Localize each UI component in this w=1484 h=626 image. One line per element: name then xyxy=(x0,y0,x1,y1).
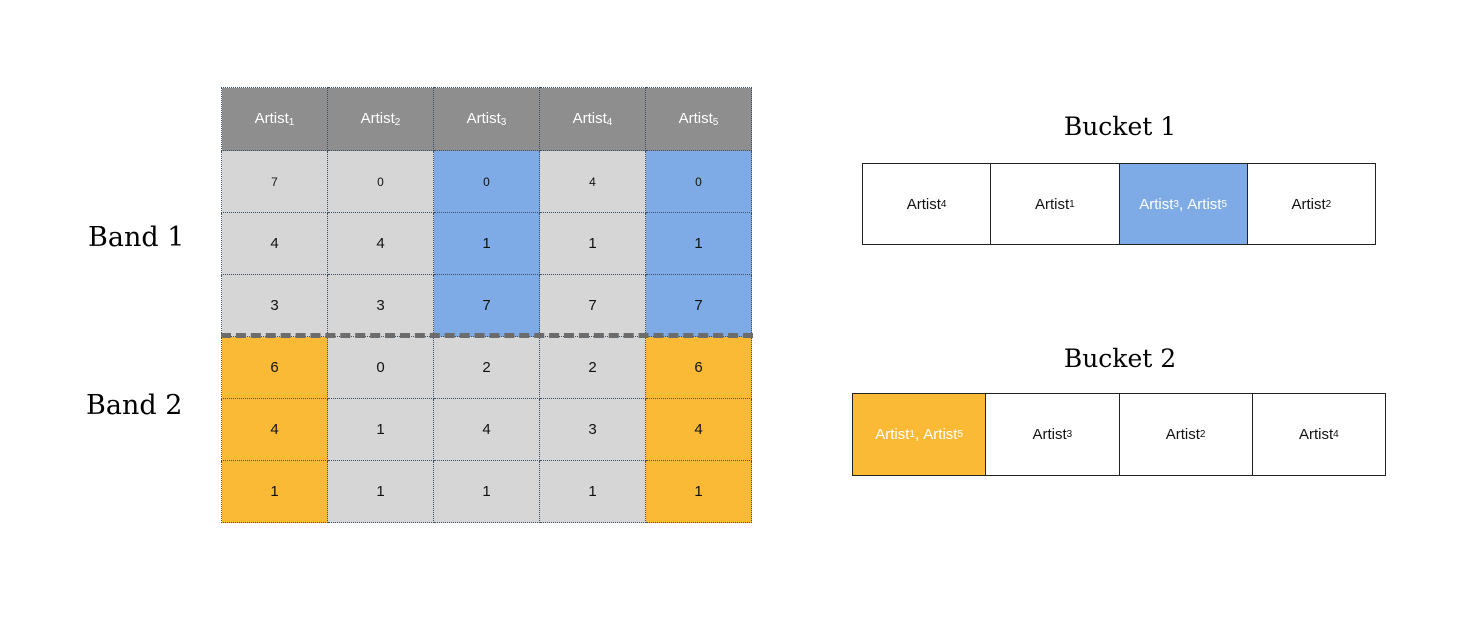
matrix-cell: 3 xyxy=(221,274,328,337)
matrix-cell: 6 xyxy=(221,336,328,399)
matrix-cell: 6 xyxy=(645,336,752,399)
signature-matrix: Artist1 Artist2 Artist3 Artist4 Artist5 … xyxy=(221,87,752,523)
matrix-cell: 1 xyxy=(645,212,752,275)
matrix-cell: 1 xyxy=(645,460,752,523)
matrix-cell: 0 xyxy=(645,150,752,213)
matrix-cell: 3 xyxy=(327,274,434,337)
matrix-cell: 1 xyxy=(327,398,434,461)
matrix-cell: 4 xyxy=(539,150,646,213)
matrix-cell: 1 xyxy=(327,460,434,523)
matrix-cell: 1 xyxy=(433,212,540,275)
matrix-row: 4 4 1 1 1 xyxy=(221,212,752,275)
matrix-header-row: Artist1 Artist2 Artist3 Artist4 Artist5 xyxy=(221,87,752,151)
band-1-label: Band 1 xyxy=(88,222,185,253)
matrix-cell: 3 xyxy=(539,398,646,461)
header-artist-5: Artist5 xyxy=(645,87,752,151)
matrix-cell: 1 xyxy=(539,460,646,523)
matrix-cell: 0 xyxy=(327,150,434,213)
matrix-cell: 1 xyxy=(539,212,646,275)
matrix-cell: 7 xyxy=(645,274,752,337)
matrix-row: 3 3 7 7 7 xyxy=(221,274,752,337)
matrix-cell: 7 xyxy=(433,274,540,337)
matrix-cell: 7 xyxy=(539,274,646,337)
matrix-cell: 2 xyxy=(539,336,646,399)
header-artist-1: Artist1 xyxy=(221,87,328,151)
matrix-cell: 0 xyxy=(327,336,434,399)
bucket-2-title: Bucket 2 xyxy=(1063,344,1177,373)
matrix-row: 4 1 4 3 4 xyxy=(221,398,752,461)
bucket-1-title: Bucket 1 xyxy=(1063,112,1177,141)
band-divider xyxy=(221,333,753,338)
matrix-cell: 4 xyxy=(645,398,752,461)
matrix-row: 6 0 2 2 6 xyxy=(221,336,752,399)
matrix-cell: 4 xyxy=(221,398,328,461)
matrix-cell: 4 xyxy=(327,212,434,275)
matrix-cell: 4 xyxy=(433,398,540,461)
matrix-row: 7 0 0 4 0 xyxy=(221,150,752,213)
header-artist-3: Artist3 xyxy=(433,87,540,151)
matrix-cell: 0 xyxy=(433,150,540,213)
header-artist-2: Artist2 xyxy=(327,87,434,151)
matrix-row: 1 1 1 1 1 xyxy=(221,460,752,523)
matrix-cell: 4 xyxy=(221,212,328,275)
header-artist-4: Artist4 xyxy=(539,87,646,151)
matrix-cell: 7 xyxy=(221,150,328,213)
matrix-cell: 2 xyxy=(433,336,540,399)
band-2-label: Band 2 xyxy=(86,390,183,421)
matrix-cell: 1 xyxy=(221,460,328,523)
matrix-cell: 1 xyxy=(433,460,540,523)
